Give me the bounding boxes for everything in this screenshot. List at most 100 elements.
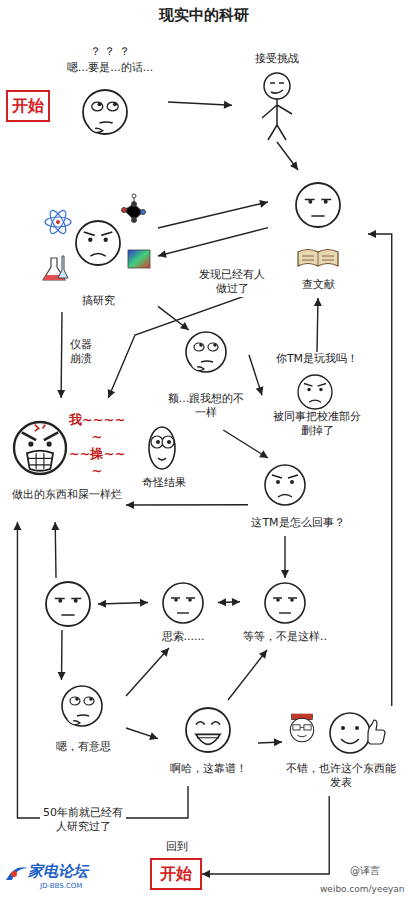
connector-line	[277, 142, 298, 170]
arrow-head	[149, 732, 158, 740]
face-node: 嗯，有意思	[40, 680, 126, 760]
connector	[249, 355, 263, 395]
arrow-head	[224, 101, 232, 109]
connector	[168, 101, 232, 109]
watermark-text: weibo.com/yeeyan	[320, 884, 404, 894]
face-node: 啊哈，这靠谱！	[158, 700, 258, 786]
challenge-figure	[264, 73, 290, 99]
glasses-face	[290, 713, 313, 742]
surprised-face	[186, 332, 226, 372]
watermark-text: JD-BBS.COM	[40, 882, 100, 890]
pondering-face	[265, 583, 305, 623]
molecule-icon	[132, 202, 137, 207]
face-node: 你TM是玩我吗！被同事把校准部分删掉了	[262, 352, 372, 448]
connector	[108, 288, 268, 398]
node-text: 嗯...要是...的话...	[52, 61, 168, 75]
challenge-figure	[262, 99, 292, 140]
node-text: 奇怪结果	[128, 476, 200, 490]
molecule-icon	[132, 218, 137, 223]
node-text: 啊哈，这靠谱！	[158, 762, 258, 776]
reading-face	[296, 183, 340, 227]
book-icon	[302, 252, 334, 266]
pondering-face	[265, 583, 305, 623]
arrow-head	[274, 738, 282, 746]
node-text: 被同事把校准部分删掉了	[272, 410, 362, 439]
arrow-head	[202, 870, 210, 878]
connector-line	[223, 430, 268, 458]
connector	[126, 501, 248, 509]
connector-line	[202, 796, 329, 874]
node-text: 不错，也许这个东西能发表	[286, 762, 396, 791]
book-icon	[298, 250, 338, 267]
interested-face	[62, 686, 102, 726]
book-icon	[298, 250, 338, 267]
arrow-head	[218, 598, 226, 606]
molecule-icon	[141, 210, 146, 215]
arrow-head	[108, 389, 115, 398]
connector	[126, 728, 158, 740]
atom-icon	[47, 208, 69, 236]
arrow-head	[180, 322, 189, 330]
pondering-face	[46, 582, 90, 626]
connector-line	[108, 288, 268, 398]
atom-icon	[56, 220, 60, 224]
node-text: 搞研究	[68, 294, 128, 308]
research-face	[76, 221, 120, 265]
logo-swoosh	[6, 867, 28, 880]
face-node: 搞研究	[38, 200, 158, 312]
molecule-icon	[124, 196, 143, 220]
face-node	[38, 578, 98, 630]
atom-icon	[45, 208, 71, 236]
face-node: ？ ？ ？ 嗯...要是...的话...	[52, 45, 168, 140]
node-text: 做出的东西和屎一样烂	[8, 488, 126, 502]
weird-face	[149, 427, 175, 469]
arrow-head	[126, 501, 134, 509]
node-text: ？ ？ ？	[52, 45, 168, 59]
node-text: 开始	[152, 864, 200, 885]
arrow-head	[158, 250, 167, 258]
face-node: 这TM是怎么回事？	[248, 458, 348, 536]
connector-line	[126, 504, 248, 506]
edge-label: 发现已经有人做过了	[196, 268, 268, 297]
connector	[223, 430, 268, 458]
arrow-head	[58, 672, 66, 680]
connector-line	[168, 102, 232, 105]
arrow-head	[290, 161, 298, 170]
start-box: 开始	[150, 858, 202, 890]
edge-label: 50年前就已经有人研究过了	[40, 806, 126, 835]
connector	[158, 306, 189, 330]
logo-swoosh	[6, 867, 28, 880]
watermark-text: 家电论坛	[28, 862, 108, 881]
challenge-figure	[270, 82, 284, 84]
connector	[218, 598, 240, 606]
connector	[98, 599, 148, 608]
node-text: 这TM是怎么回事？	[248, 516, 348, 530]
arrow-head	[13, 522, 21, 530]
confused-face	[265, 465, 305, 505]
node-text: 等等，不是这样..	[240, 630, 330, 644]
logo-swoosh	[11, 871, 17, 877]
molecule-icon	[132, 194, 136, 198]
flask-icon	[58, 256, 68, 278]
face-node: 接受挑战	[232, 50, 322, 142]
arrow-head	[98, 600, 106, 608]
node-text: 嗯，有意思	[40, 740, 126, 754]
connector-line	[158, 306, 189, 330]
arrow-head	[232, 598, 240, 606]
node-text: 接受挑战	[232, 52, 322, 66]
connector	[58, 630, 66, 680]
connector-line	[368, 234, 392, 706]
start-box: 开始	[6, 90, 50, 122]
node-text: 查文献	[268, 278, 368, 292]
arrow-head	[161, 648, 169, 657]
face-node: 等等，不是这样..	[240, 578, 330, 650]
connector	[13, 522, 188, 818]
watermark-text: @译言	[350, 864, 402, 878]
question-face	[83, 90, 127, 134]
question-face	[83, 90, 127, 134]
thumb-icon	[368, 720, 385, 744]
face-node: 思索......	[148, 578, 218, 648]
arrow-head	[259, 450, 268, 458]
connector	[314, 298, 322, 352]
